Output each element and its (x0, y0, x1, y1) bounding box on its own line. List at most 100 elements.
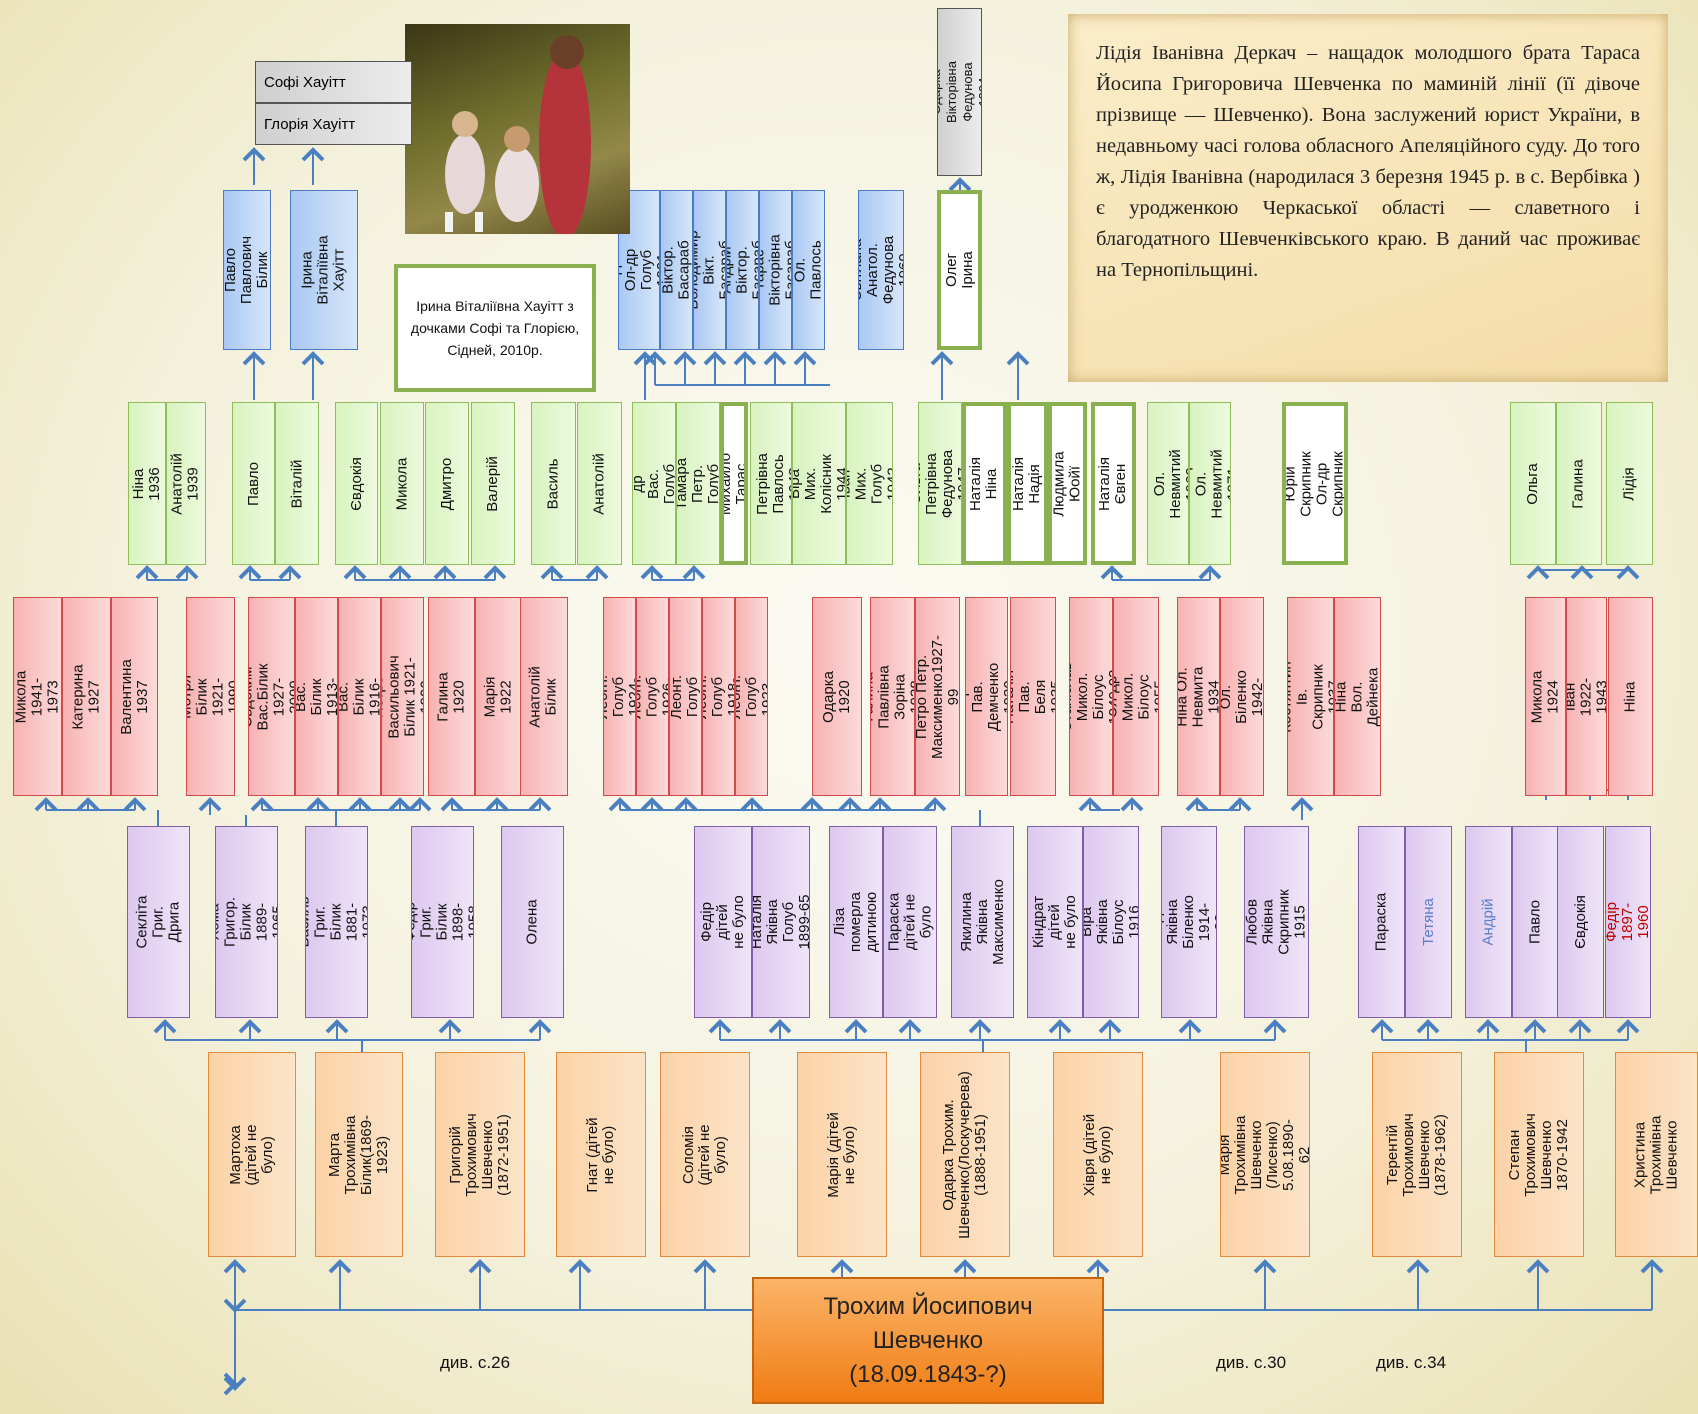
gen5-person-label: Віталій Віктор. Басараб 1996 (660, 240, 693, 300)
gen1-person-label: Степан Трохимович Шевченко 1870-1942 (1506, 1112, 1571, 1197)
gen3-person-label: Галина 1920 (434, 671, 468, 722)
gen1-person-4: Соломія (дітей не було) (660, 1052, 750, 1257)
gen4-person-label: Євдокія (347, 456, 365, 511)
page-ref-26: див. с.26 (440, 1353, 511, 1372)
gen4-person-24: Ольга (1510, 402, 1556, 565)
gen5-person-6: Тарас Вікторівна Басараб (759, 190, 792, 350)
root-dates: (18.09.1843-?) (849, 1360, 1007, 1388)
gen4-person-label: Анатолій (590, 452, 608, 515)
gen3-person-8: Галина 1920 (428, 597, 475, 796)
gen4-person-label: Людмила Юойї (1050, 450, 1084, 517)
gen3-person-label: Петро Васильович Білик 1921-1990 (381, 654, 423, 739)
gen3-person-label: Валентина 1937 (117, 658, 151, 735)
gen2-person-10: Кіндрат дітей не було (1027, 826, 1083, 1018)
gen4-person-label: Микола (393, 457, 410, 510)
gen2-person-label: Віра Яківна Білоус 1916 (1083, 899, 1139, 945)
gen2-person-19: Федір 1897-1960 (1605, 826, 1651, 1018)
gen2-person-label: Секліта Григ. Дрига (133, 895, 183, 949)
box-sofi: Софі Хауітт (255, 61, 412, 103)
gen3-person-label: Анатолій Білик (527, 665, 561, 728)
gen3-person-28: Іван 1922-1943 (1566, 597, 1607, 796)
gen3-person-label: Марія Леонт. Голуб 1924-2002 (603, 674, 636, 719)
gen3-person-19: Марія Пав. Демченко 1930 (965, 597, 1008, 796)
gen3-person-20: Наталія Пав. Беля 1935 (1010, 597, 1056, 796)
gen3-person-15: Євгенія Леонт. Голуб 1923-2008 (735, 597, 768, 796)
gen3-person-9: Марія 1922 (475, 597, 522, 796)
gen2-person-14: Параска (1358, 826, 1405, 1018)
gen4-person-19: Людмила Юойї (1048, 402, 1087, 565)
gen2-person-8: Параска дітей не було (883, 826, 937, 1018)
gen1-person-3: Гнат (дітей не було) (556, 1052, 646, 1257)
gen3-person-16: Одарка 1920 (812, 597, 862, 796)
gen2-person-17: Павло (1512, 826, 1559, 1018)
gen1-person-label: Терентій Трохимович Шевченко (1878-1962) (1384, 1112, 1449, 1197)
gen4-person-21: Станіслав Ол. Невмитий 1960 (1147, 402, 1189, 565)
gen3-person-label: Мих. Леонт. Голуб 1918-45 (702, 674, 735, 719)
gen5-person-3: Віталій Віктор. Басараб 1996 (660, 190, 693, 350)
gen3-person-label: Наталія Пав. Беля 1935 (1010, 669, 1056, 724)
gen2-person-label: Наталія Яківна Голуб 1899-65 (752, 894, 810, 950)
gen4-person-label: Тамара Петр. Голуб (676, 457, 720, 510)
gen3-person-label: Микола 1924 (1528, 670, 1562, 723)
gen3-person-13: Петро Леонт. Голуб 1928 (669, 597, 702, 796)
gen3-person-5: Гаврило Вас. Білик 1913-1989 (295, 597, 338, 796)
gen3-person-23: Ніна Ол. Невмита 1934 (1177, 597, 1220, 796)
gen4-person-15: Іван Мих. Голуб 1942 (846, 402, 893, 565)
gen4-person-11: Тамара Петр. Голуб (676, 402, 720, 565)
page-ref-34: див. с.34 (1376, 1353, 1447, 1372)
gen4-person-label: Станіслав Ол. Невмитий 1960 (1147, 448, 1189, 519)
gen3-person-label: Гаврило Вас. Білик 1913-1989 (295, 677, 338, 716)
gen4-person-label: Дмитро (438, 457, 455, 510)
gen3-person-17: Галина Павлівна Зоріна 1938 (870, 597, 915, 796)
gen1-person-label: Соломія (дітей не було) (680, 1123, 729, 1186)
gen3-person-label: Євгенія Леонт. Голуб 1923-2008 (735, 674, 768, 719)
gen4-person-26: Лідія (1606, 402, 1653, 565)
gen4-person-label: Наталія Ніна (967, 456, 1001, 511)
gen2-person-label: Федір дітей не було (698, 895, 747, 949)
gen1-person-1: Марта Трохимівна Білик(1869-1923) (315, 1052, 403, 1257)
gen1-person-label: Мартоха (дітей не було) (227, 1123, 276, 1186)
gen5-person-label: Володимир Ол. Павлось 1966 (792, 240, 825, 300)
gen4-person-5: Микола (380, 402, 424, 565)
gen4-person-18: Наталія Надія (1007, 402, 1048, 565)
gen3-person-25: Костянтин Ів. Скрипник 1937 (1287, 597, 1334, 796)
gen4-person-2: Павло (232, 402, 275, 565)
gen3-person-label: Євдоким Вас.Білик 1927-2009 (248, 663, 295, 730)
gen4-person-label: Віра Мих. Колісник 1944 (792, 453, 846, 514)
gen1-person-label: Гнат (дітей не було) (584, 1116, 617, 1193)
gen6-person-2: Одарка Вікторівна Федунова 1994 (937, 8, 982, 176)
gen3-person-22: Ол-др Микол. Білоус 1955 (1113, 597, 1159, 796)
gen2-person-label: Тетяна (1419, 898, 1437, 946)
gen1-person-0: Мартоха (дітей не було) (208, 1052, 296, 1257)
gen3-person-1: Катерина 1927 (62, 597, 111, 796)
gen4-person-8: Василь (531, 402, 576, 565)
gen3-person-27: Микола 1924 (1525, 597, 1566, 796)
box-gloria: Глорія Хауітт (255, 103, 412, 145)
gen6-person-label: Одарка Вікторівна Федунова 1994 (937, 61, 982, 123)
gen4-person-label: Ол-др Вас. Голуб 1963 (632, 463, 676, 504)
gen2-person-label: Хома Григор. Білик 1889-1965 (215, 897, 278, 947)
gen3-person-label: Катерина 1927 (69, 663, 103, 730)
gen5-person-label: Вадим Ол-др Голуб 1991 (618, 247, 660, 293)
gen5-person-1: Ірина Віталіївна Хауітт (290, 190, 358, 350)
gen2-person-label: Надія Яківна Біленко 1914-83 (1161, 895, 1216, 949)
gen5-person-5: Андрій Віктор. Басараб (726, 190, 759, 350)
gen2-person-label: Параска (1372, 892, 1390, 952)
gen3-person-0: Микола 1941-1973 (13, 597, 62, 796)
gen3-person-label: Ніна Ол. Невмита 1934 (1177, 666, 1220, 727)
gen4-person-label: Ольга Петрівна Федунова 1947 (918, 449, 962, 518)
gen1-person-label: Хівря (дітей не було) (1081, 1113, 1114, 1196)
gen4-person-14: Віра Мих. Колісник 1944 (792, 402, 846, 565)
gen5-person-4: Володимир Вікт. Басараб (693, 190, 726, 350)
photo-caption: Ірина Віталіївна Хауітт з дочками Софі т… (394, 264, 596, 392)
gen3-person-label: Петро Леонт. Голуб 1928 (669, 674, 702, 719)
gen3-person-label: Галина Павлівна Зоріна 1938 (870, 664, 915, 729)
gen3-person-label: Іван 1922-1943 (1566, 677, 1607, 716)
gen3-person-10: Анатолій Білик (520, 597, 568, 796)
gen4-person-7: Валерій (471, 402, 515, 565)
gen4-person-label: Валерій (484, 455, 501, 512)
gen3-person-24: Юрій Ол. Біленко 1942-2009 (1220, 597, 1264, 796)
gen3-person-18: Петро Петр. Максименко1927-99 (915, 597, 960, 796)
gen4-person-label: Наталія Євген (1096, 456, 1130, 511)
gen2-person-label: Якилина Яківна Максименко (957, 879, 1007, 965)
